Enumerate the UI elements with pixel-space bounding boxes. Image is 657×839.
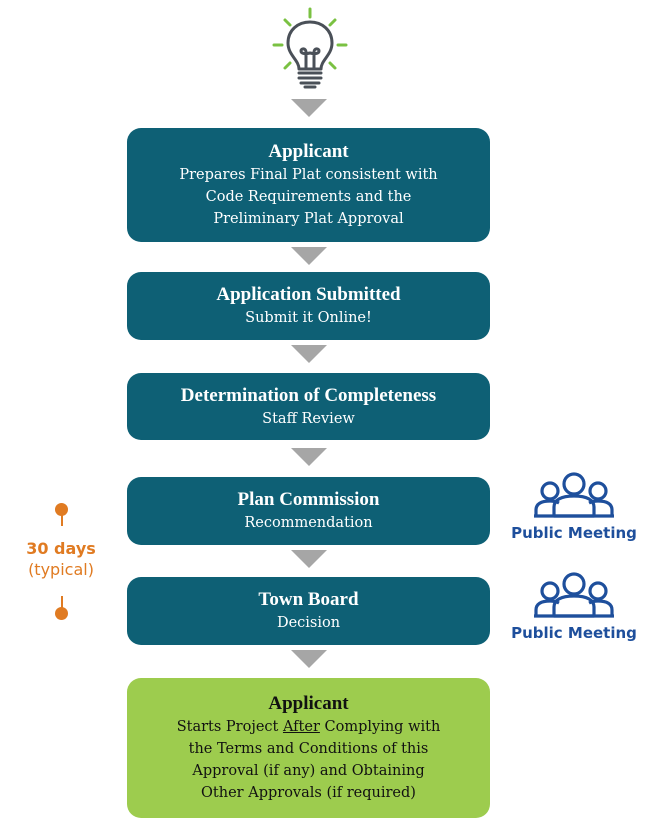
step-desc-line: the Terms and Conditions of this — [188, 741, 429, 757]
step-town-board: Town Board Decision — [127, 577, 490, 645]
step-desc-line: Code Requirements and the — [205, 189, 412, 205]
people-group-icon — [534, 572, 614, 618]
step-title: Determination of Completeness — [180, 384, 437, 406]
timeline-qualifier: (typical) — [28, 560, 94, 579]
public-meeting-label: Public Meeting — [511, 624, 637, 642]
timeline-start-stem — [60, 514, 63, 526]
desc-text: Complying with — [319, 719, 441, 735]
step-desc-line: Staff Review — [262, 410, 355, 427]
public-meeting-badge-plan-commission: Public Meeting — [503, 470, 645, 542]
step-applicant-prepares: Applicant Prepares Final Plat consistent… — [127, 128, 490, 242]
step-title: Plan Commission — [237, 489, 380, 510]
flow-arrow — [291, 247, 327, 265]
public-meeting-label: Public Meeting — [511, 524, 637, 542]
step-desc-line: Submit it Online! — [245, 310, 372, 326]
step-desc-line: Recommendation — [244, 515, 373, 531]
step-title: Applicant — [268, 141, 349, 162]
people-group-icon — [534, 472, 614, 518]
step-desc-line: Approval (if any) and Obtaining — [192, 763, 425, 779]
timeline-start-dot — [55, 503, 68, 516]
flow-arrow — [291, 345, 327, 363]
step-application-submitted: Application Submitted Submit it Online! — [127, 272, 490, 340]
step-title: Applicant — [268, 693, 349, 714]
step-title: Town Board — [258, 589, 359, 610]
timeline-end-stem — [60, 596, 63, 608]
step-desc-line: Decision — [276, 615, 341, 631]
desc-text: Starts Project — [176, 719, 283, 735]
timeline-days: 30 days — [26, 539, 96, 558]
desc-emphasis: After — [282, 719, 320, 735]
step-desc-line: Prepares Final Plat consistent with — [179, 167, 438, 183]
step-desc-line: Other Approvals (if required) — [201, 785, 416, 801]
flow-arrow — [291, 448, 327, 466]
flow-arrow — [291, 99, 327, 117]
timeline-end-dot — [55, 607, 68, 620]
step-desc-line: Starts Project After Complying with — [127, 716, 490, 738]
flow-arrow — [291, 650, 327, 668]
step-applicant-starts-project: Applicant Starts Project After Complying… — [127, 678, 490, 818]
step-plan-commission: Plan Commission Recommendation — [127, 477, 490, 545]
flow-arrow — [291, 550, 327, 568]
lightbulb-icon — [272, 7, 348, 89]
step-title: Application Submitted — [216, 284, 401, 305]
step-determination-of-completeness: Determination of Completeness Staff Revi… — [127, 373, 490, 440]
timeline-duration: 30 days (typical) — [18, 538, 104, 580]
public-meeting-badge-town-board: Public Meeting — [503, 570, 645, 642]
step-desc-line: Preliminary Plat Approval — [213, 211, 404, 227]
